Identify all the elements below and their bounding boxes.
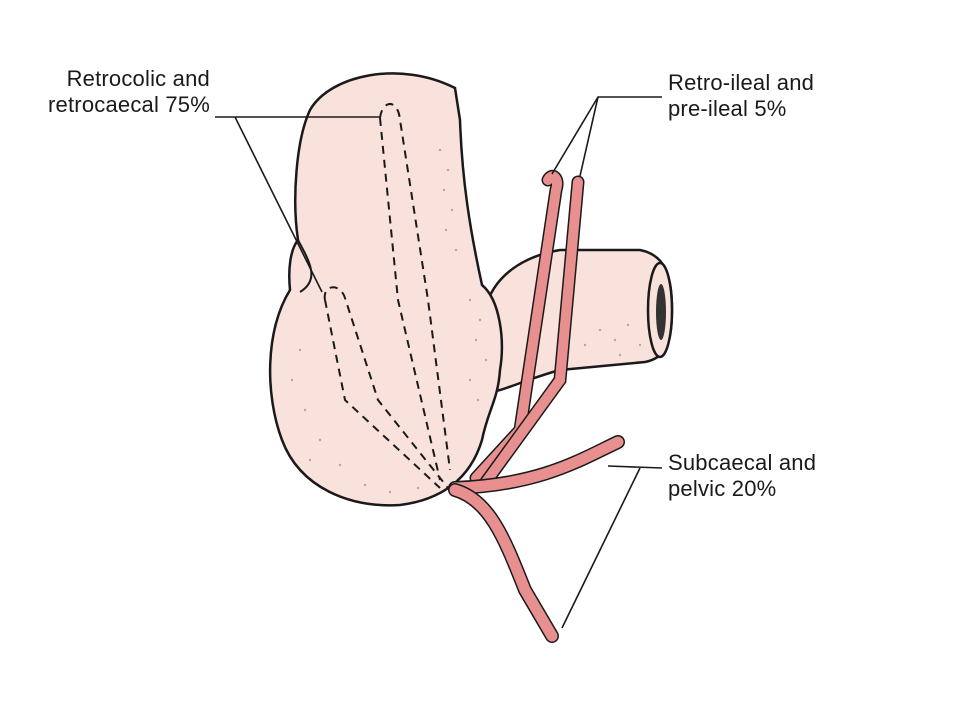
label-retroileal-preileal: Retro-ileal and pre-ileal 5%	[668, 70, 814, 122]
leader-retrocolic	[215, 116, 380, 293]
retrocolic-outline-1	[323, 286, 449, 489]
ileum-body	[486, 248, 674, 394]
label-retrocolic-line1: Retrocolic and	[66, 66, 210, 91]
label-subcaecal-pelvic: Subcaecal and pelvic 20%	[668, 450, 816, 502]
stippling	[290, 148, 642, 494]
label-retroileal-line2: pre-ileal 5%	[668, 96, 787, 121]
ileum	[486, 248, 674, 394]
label-subcaecal-line1: Subcaecal and	[668, 450, 817, 475]
label-subcaecal-line2: pelvic 20%	[668, 476, 777, 501]
leader-subcaecal	[561, 465, 663, 629]
appendix-preileal-fill	[481, 177, 583, 487]
retrocaecal-outline-2	[379, 117, 441, 481]
retrocolic-outline-2	[324, 299, 441, 489]
appendix-positions	[448, 169, 625, 643]
appendix-pelvic-fill	[449, 484, 558, 642]
ileum-lumen	[656, 284, 666, 340]
label-retrocolic-line2: retrocaecal 75%	[48, 92, 210, 117]
leader-lines	[215, 96, 663, 629]
label-retroileal-line1: Retro-ileal and	[668, 70, 815, 95]
retrocaecal-outline-1	[379, 103, 451, 471]
appendix-subcaecal-fill	[449, 436, 624, 494]
caecum	[268, 72, 642, 507]
appendix-retroileal-fill	[471, 171, 562, 483]
leader-retroileal	[551, 96, 662, 177]
label-retrocolic-retrocaecal: Retrocolic and retrocaecal 75%	[14, 66, 210, 118]
